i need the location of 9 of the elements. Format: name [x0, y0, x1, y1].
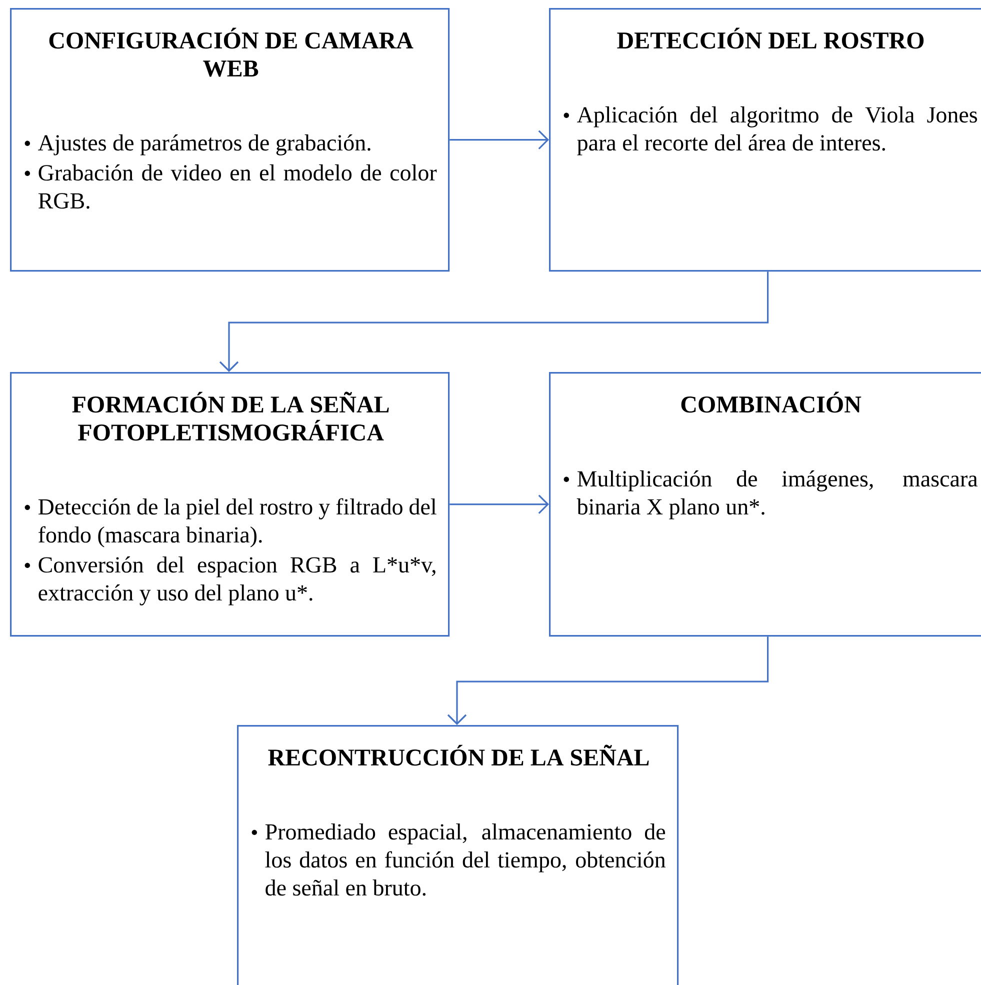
arrow [447, 636, 769, 725]
process-box: COMBINACIÓN Multiplicación de imágenes, mascara binaria X plano un*. [549, 372, 981, 637]
process-box: DETECCIÓN DEL ROSTRO Aplicación del algoritmo de Viola Jones para el recorte del área de interes. [549, 8, 981, 272]
arrow [219, 272, 769, 372]
arrow [450, 494, 549, 514]
process-box: FORMACIÓN DE LA SEÑAL FOTOPLETISMOGRÁFICA Detección de la piel del rostro y filtrado del fondo (mascara binaria). Conversión del espacion RGB a L*u*v, extracción y uso del plano u*. [10, 372, 450, 637]
arrow [450, 130, 549, 150]
process-box: CONFIGURACIÓN DE CAMARA WEB Ajustes de parámetros de grabación. Grabación de video en el modelo de color RGB. [10, 8, 450, 272]
process-box: RECONTRUCCIÓN DE LA SEÑAL Promediado espacial, almacenamiento de los datos en función del tiempo, obtención de señal en bruto. [237, 725, 679, 985]
